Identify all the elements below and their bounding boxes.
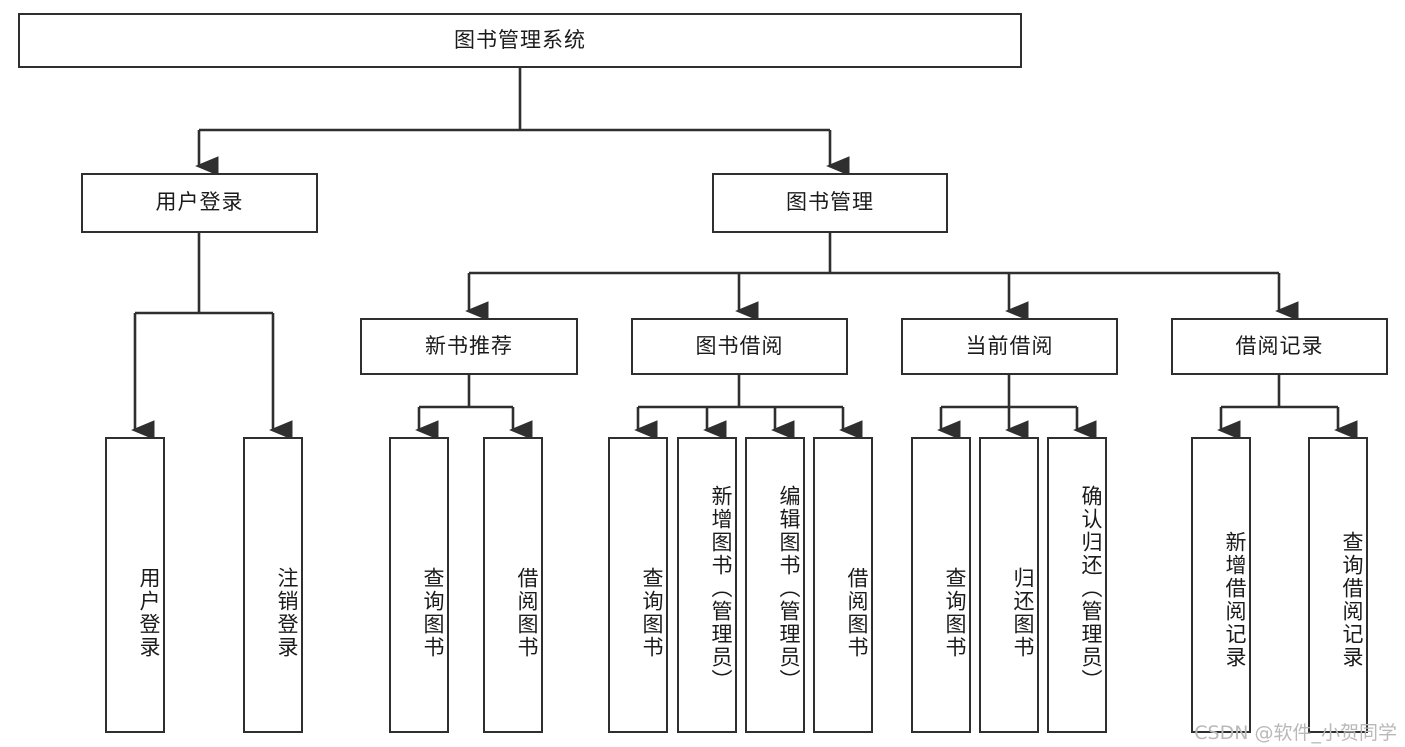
leaf-book-borrow-3-label: 编辑图书（管理员） <box>777 484 801 692</box>
leaf-book-borrow-4[interactable]: 借阅图书 <box>813 437 873 733</box>
node-root-label: 图书管理系统 <box>454 27 586 52</box>
leaf-book-borrow-1[interactable]: 查询图书 <box>608 437 668 733</box>
leaf-current-borrow-1-label: 查询图书 <box>943 567 967 659</box>
leaf-user-login-2[interactable]: 注销登录 <box>243 437 303 733</box>
leaf-current-borrow-3-label: 确认归还（管理员） <box>1079 484 1103 692</box>
watermark: CSDN @软件_小贺同学 <box>1194 722 1397 744</box>
leaf-user-login-1-label: 用户登录 <box>137 567 161 659</box>
node-book-borrow-label: 图书借阅 <box>695 333 784 358</box>
leaf-borrow-record-2-label: 查询借阅记录 <box>1340 531 1364 669</box>
leaf-user-login-2-label: 注销登录 <box>275 567 299 659</box>
leaf-current-borrow-2-label: 归还图书 <box>1011 567 1035 659</box>
leaf-current-borrow-1[interactable]: 查询图书 <box>911 437 971 733</box>
leaf-new-book-1-label: 查询图书 <box>421 567 445 659</box>
leaf-new-book-2-label: 借阅图书 <box>515 567 539 659</box>
leaf-book-borrow-2[interactable]: 新增图书（管理员） <box>677 437 737 733</box>
leaf-book-borrow-2-label: 新增图书（管理员） <box>709 484 733 692</box>
node-root[interactable]: 图书管理系统 <box>18 13 1022 68</box>
node-borrow-record[interactable]: 借阅记录 <box>1171 318 1388 375</box>
leaf-current-borrow-3[interactable]: 确认归还（管理员） <box>1047 437 1107 733</box>
leaf-book-borrow-3[interactable]: 编辑图书（管理员） <box>745 437 805 733</box>
node-current-borrow[interactable]: 当前借阅 <box>901 318 1118 375</box>
leaf-borrow-record-2[interactable]: 查询借阅记录 <box>1308 437 1368 733</box>
node-borrow-record-label: 借阅记录 <box>1235 333 1324 358</box>
node-new-book-recommend-label: 新书推荐 <box>425 333 513 358</box>
leaf-borrow-record-1-label: 新增借阅记录 <box>1223 531 1247 669</box>
leaf-book-borrow-1-label: 查询图书 <box>640 567 664 659</box>
leaf-borrow-record-1[interactable]: 新增借阅记录 <box>1191 437 1251 733</box>
node-user-login[interactable]: 用户登录 <box>81 173 318 233</box>
leaf-current-borrow-2[interactable]: 归还图书 <box>979 437 1039 733</box>
node-new-book-recommend[interactable]: 新书推荐 <box>360 318 578 375</box>
leaf-book-borrow-4-label: 借阅图书 <box>845 567 869 659</box>
node-book-manage[interactable]: 图书管理 <box>712 173 948 233</box>
leaf-new-book-1[interactable]: 查询图书 <box>389 437 449 733</box>
leaf-user-login-1[interactable]: 用户登录 <box>105 437 165 733</box>
node-user-login-label: 用户登录 <box>155 190 244 215</box>
node-book-manage-label: 图书管理 <box>786 190 874 215</box>
node-current-borrow-label: 当前借阅 <box>965 333 1054 358</box>
leaf-new-book-2[interactable]: 借阅图书 <box>483 437 543 733</box>
node-book-borrow[interactable]: 图书借阅 <box>631 318 848 375</box>
